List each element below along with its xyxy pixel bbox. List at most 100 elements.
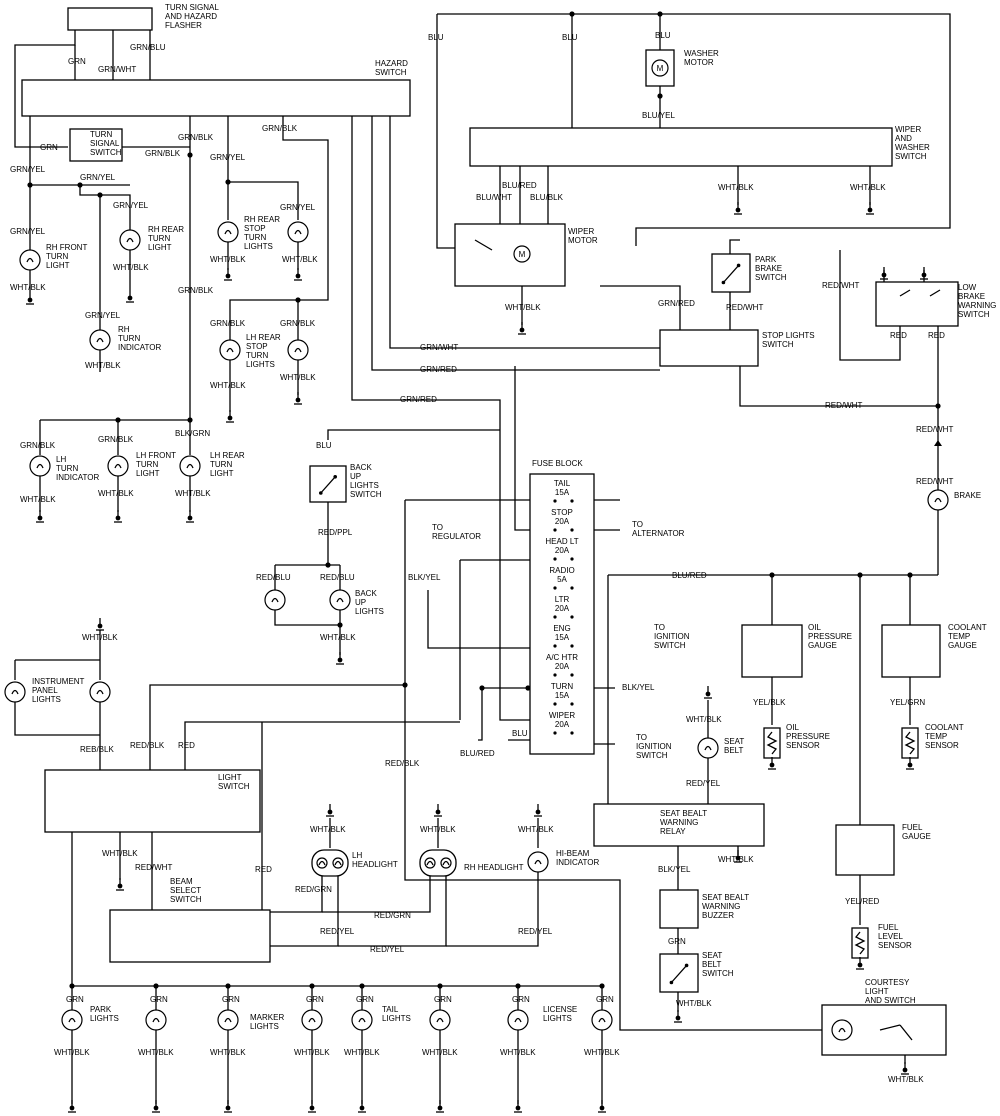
- oil-pressure-gauge-box: [741, 624, 803, 678]
- back-up-light-icon: [264, 589, 286, 611]
- wire-label: RED: [255, 865, 272, 874]
- ground-icon: [36, 510, 44, 523]
- wire-label: BLK/YEL: [658, 865, 691, 874]
- wire-label: BLU/BLK: [530, 193, 564, 202]
- stop-lights-switch-box: [659, 329, 759, 367]
- wire-label: WHT/BLK: [282, 255, 318, 264]
- wiper-motor-box: [454, 223, 566, 287]
- ground-icon: [768, 757, 776, 770]
- fuse-icon: [553, 644, 557, 648]
- wire-label: WHT/BLK: [718, 855, 754, 864]
- wire-label: RED/BLU: [320, 573, 355, 582]
- ground-icon: [336, 652, 344, 665]
- fuse-icon: [553, 673, 557, 677]
- low-brake-warning-switch-box: [875, 281, 959, 327]
- junction-dot: [657, 93, 663, 99]
- ground-icon: [326, 804, 334, 817]
- junction-dot: [657, 11, 663, 17]
- ground-icon: [152, 1100, 160, 1113]
- wire-label: RED/WHT: [822, 281, 859, 290]
- wire-label: GRN/BLK: [178, 133, 214, 142]
- fuse-icon: [553, 731, 557, 735]
- ground-icon: [920, 267, 928, 280]
- wire-label: BLK/YEL: [408, 573, 441, 582]
- ground-icon: [518, 322, 526, 335]
- wire: [229, 116, 329, 340]
- wire-label: BLK/GRN: [175, 429, 210, 438]
- wire-label: WHT/BLK: [138, 1048, 174, 1057]
- wire-label: BLU: [655, 31, 671, 40]
- wire-label: BLU/RED: [502, 181, 537, 190]
- wire-label: GRN/YEL: [10, 165, 46, 174]
- wire: [327, 429, 500, 440]
- wire: [79, 185, 131, 230]
- wire-label: GRN: [150, 995, 168, 1004]
- tail-light-2-icon: [429, 1009, 451, 1031]
- rh-headlight-lamp: [424, 857, 436, 869]
- wire-label: GRN/YEL: [10, 227, 46, 236]
- fuse-icon: [570, 615, 574, 619]
- ground-icon: [866, 202, 874, 215]
- marker-light-icon: [217, 1009, 239, 1031]
- wire-label: RED/BLK: [130, 741, 165, 750]
- wire-label: WHT/BLK: [175, 489, 211, 498]
- courtesy-light-icon: [831, 1019, 853, 1041]
- wire-label: WHT/BLK: [82, 633, 118, 642]
- wire-label: RED/BLU: [256, 573, 291, 582]
- wire-label: GRN/BLU: [130, 43, 166, 52]
- lh-rear-stop-turn-light-icon: [219, 339, 241, 361]
- lh-headlight-icon: [311, 849, 349, 877]
- svg-text:M: M: [519, 250, 526, 259]
- wire: [274, 610, 340, 626]
- wire-label: BLU: [316, 441, 332, 450]
- wire-label: WHT/BLK: [310, 825, 346, 834]
- wire-label: RED/GRN: [295, 885, 332, 894]
- wire-label: WHT/BLK: [20, 495, 56, 504]
- ground-icon: [224, 268, 232, 281]
- wire-label: GRN: [40, 143, 58, 152]
- instrument-panel-light-icon: [4, 681, 26, 703]
- wire-label: WHT/BLK: [420, 825, 456, 834]
- ground-icon: [906, 757, 914, 770]
- wire-label: RED/YEL: [370, 945, 405, 954]
- ground-icon: [126, 290, 134, 303]
- lh-headlight-lamp-2: [332, 857, 344, 869]
- junction-dot: [935, 403, 941, 409]
- wire-label: GRN/WHT: [98, 65, 136, 74]
- park-light-icon: [61, 1009, 83, 1031]
- wire-label: GRN: [66, 995, 84, 1004]
- ground-icon: [434, 804, 442, 817]
- light-switch-box: [44, 769, 261, 833]
- wiper-motor-icon: M: [513, 245, 531, 263]
- marker-light-2-icon: [301, 1009, 323, 1031]
- wire: [149, 684, 405, 770]
- lh-headlight-lamp: [316, 857, 328, 869]
- wire-label: RED: [890, 331, 907, 340]
- wire: [389, 116, 660, 349]
- wire-label: RED/PPL: [318, 528, 353, 537]
- ground-icon: [674, 1010, 682, 1023]
- wire-label: YEL/RED: [845, 897, 879, 906]
- oil-pressure-sensor-icon: [763, 727, 781, 759]
